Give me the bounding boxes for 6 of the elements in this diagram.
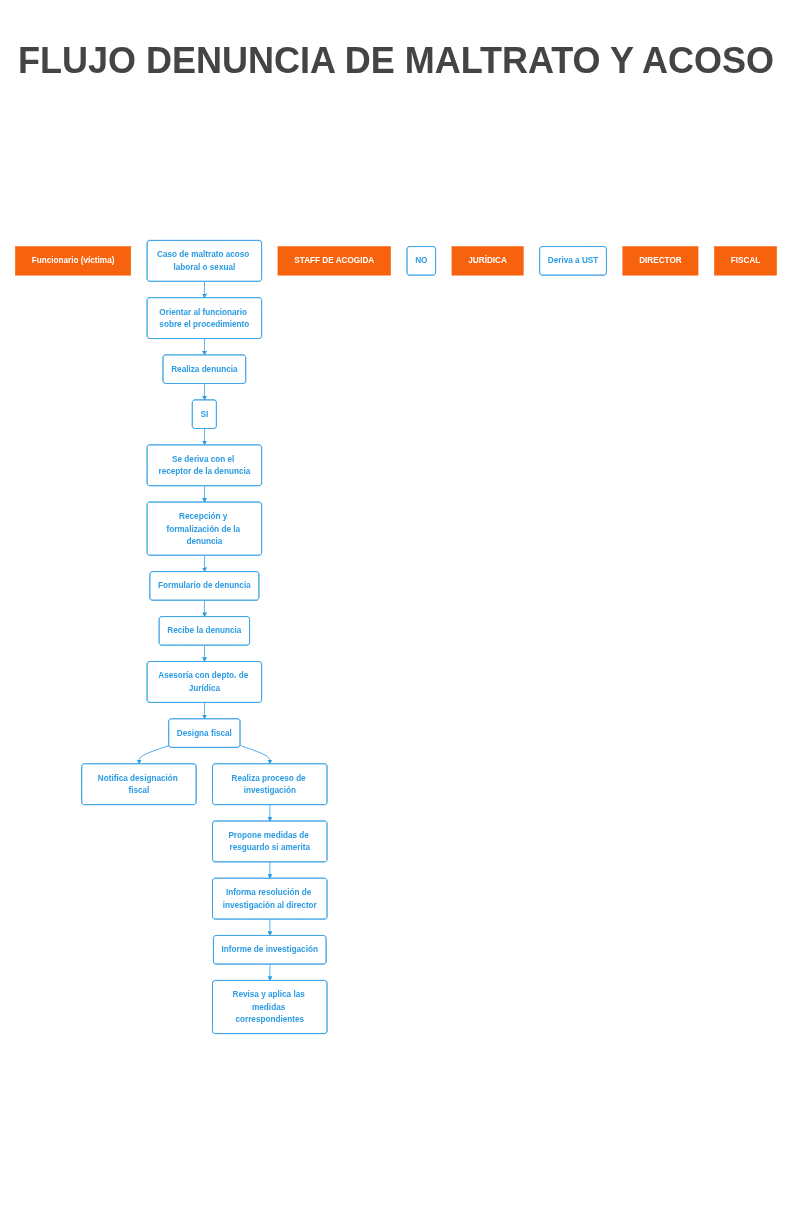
node-box: JURÍDICA [451, 246, 524, 276]
node-box: DIRECTOR [622, 246, 699, 276]
node-box: Funcionario (víctima) [15, 246, 132, 276]
node-box: STAFF DE ACOGIDA [277, 246, 391, 276]
node-box: FISCAL [714, 246, 777, 276]
title: FLUJO DENUNCIA DE MALTRATO Y ACOSO [16, 40, 775, 82]
